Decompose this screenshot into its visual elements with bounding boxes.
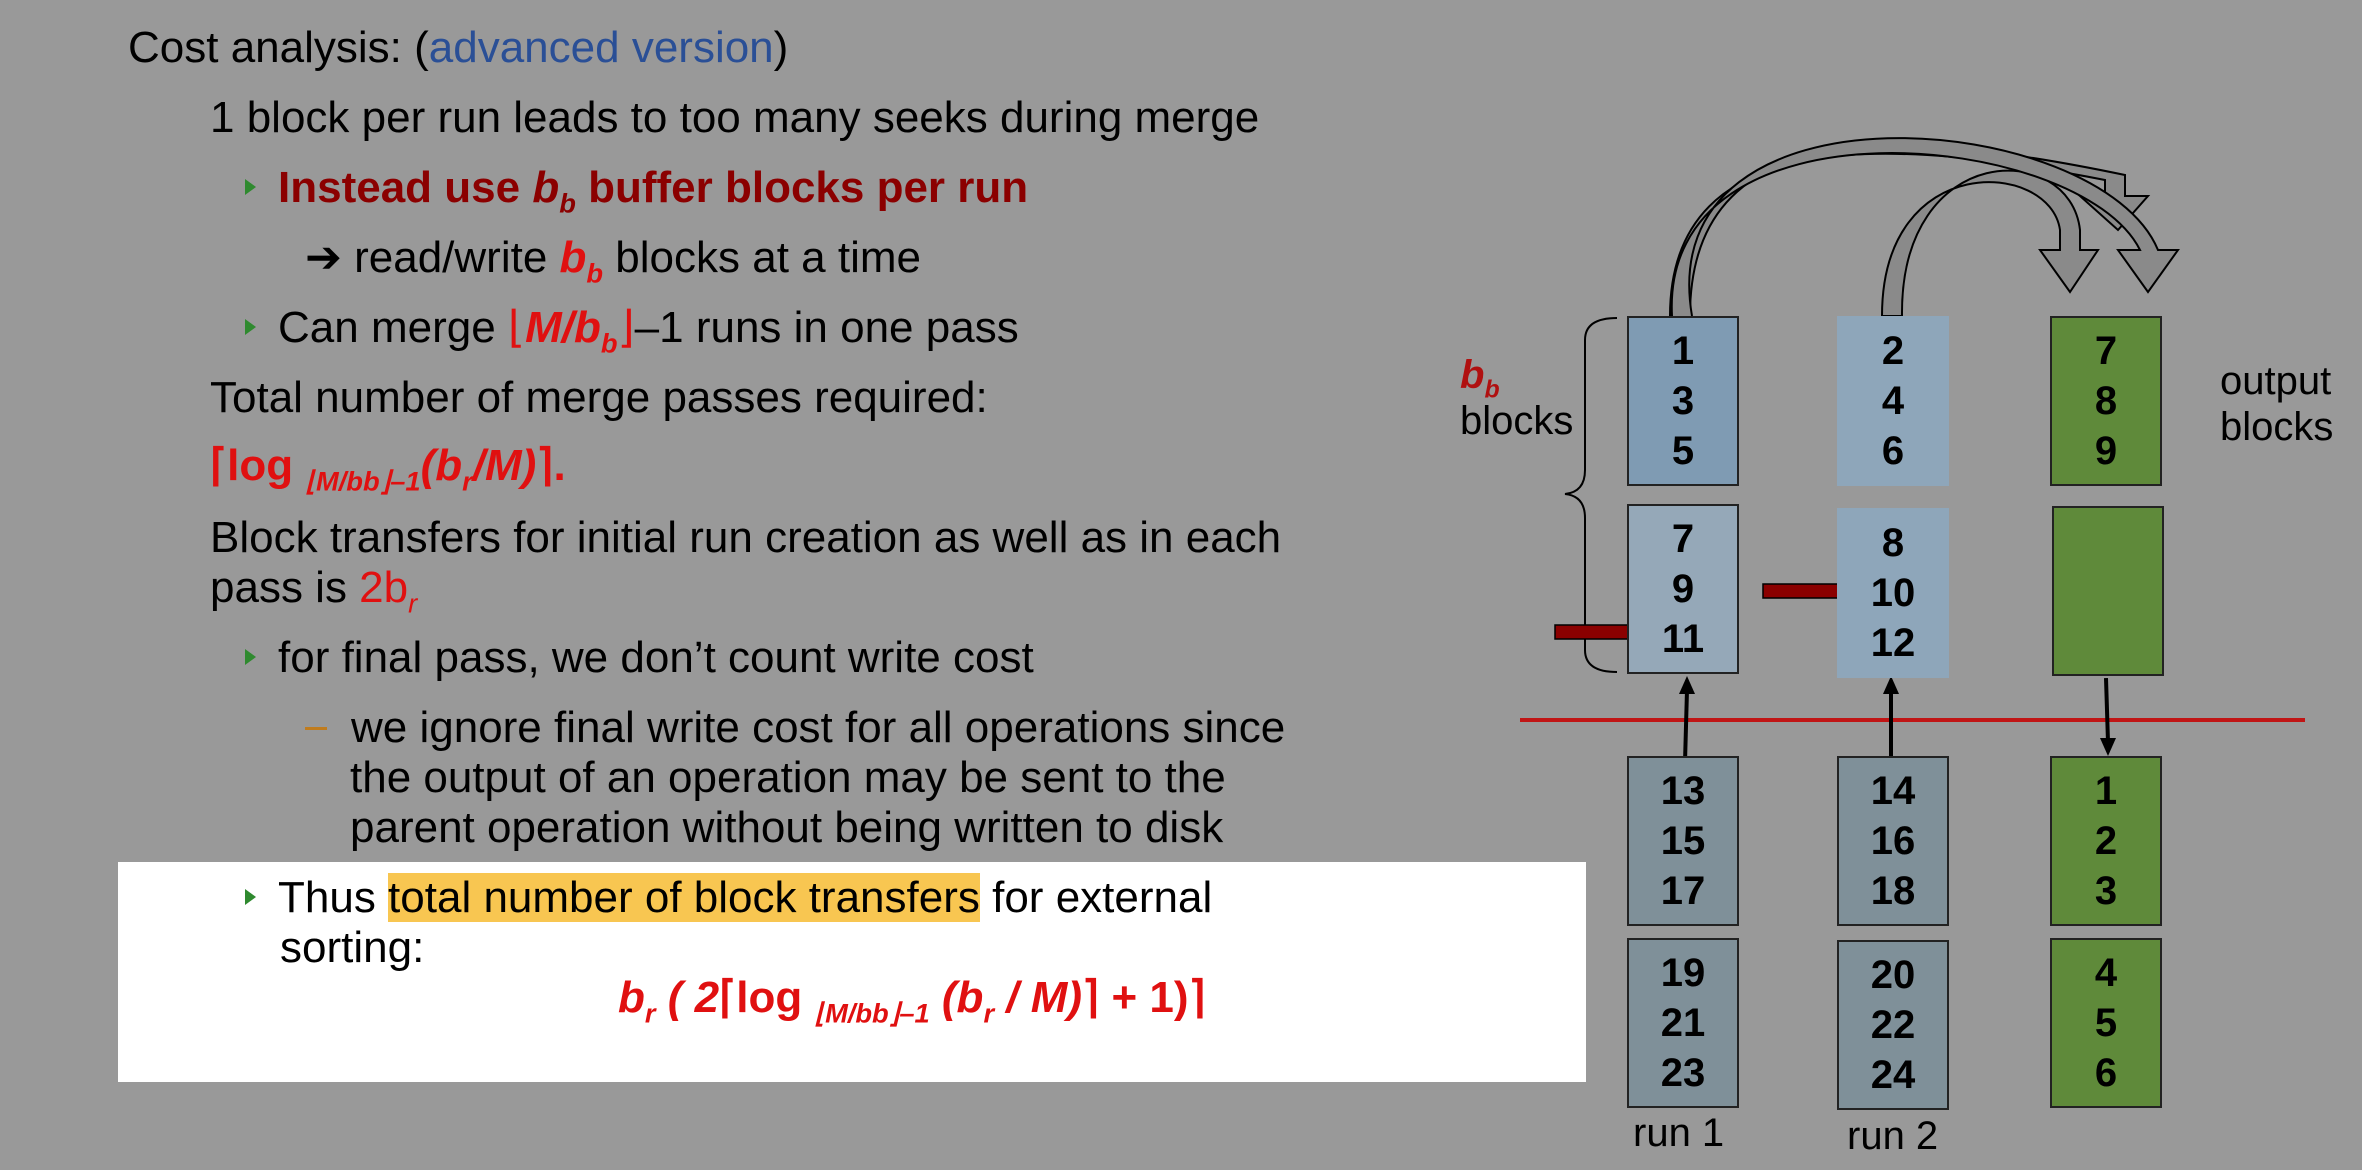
sub-ignore-write-c: parent operation without being written t…: [350, 803, 1224, 852]
bullet-can-merge: Can merge ⌊M/bb⌋–1 runs in one pass: [245, 302, 1019, 356]
curved-arrow-outer: [1670, 137, 2180, 317]
passes-formula: ⌈log ⌊M/bb⌋–1(br/M)⌉.: [210, 441, 566, 497]
bullet-one-block: 1 block per run leads to too many seeks …: [210, 93, 1260, 142]
bullet-triangle-icon: [245, 319, 256, 336]
down-arrow-output: [2100, 738, 2116, 756]
bullet-instead-use: Instead use bb buffer blocks per run: [245, 162, 1028, 216]
run1-label: run 1: [1633, 1111, 1725, 1155]
block-transfers-line-b: pass is 2br: [210, 563, 418, 619]
dash-bullet-icon: [305, 726, 327, 730]
bullet-thus-total: Thus total number of block transfers for…: [245, 872, 1212, 924]
bb-blocks-label: bb blocks: [1460, 353, 1574, 443]
block-transfers-line-a: Block transfers for initial run creation…: [210, 513, 1282, 562]
advanced-version-link[interactable]: advanced version: [428, 23, 774, 72]
highlighted-phrase: total number of block transfers: [388, 873, 980, 922]
total-transfers-formula: br ( 2⌈log ⌊M/bb⌋–1 (br / M)⌉ + 1)⌉: [618, 973, 1206, 1029]
slide-title: Cost analysis: (advanced version): [128, 23, 789, 72]
sorting-label: sorting:: [280, 923, 425, 972]
sub-ignore-write-b: the output of an operation may be sent t…: [350, 753, 1226, 802]
output-blocks-label: output blocks: [2220, 359, 2334, 449]
right-arrow-icon: ➔: [305, 233, 342, 282]
up-arrow-run1: [1679, 676, 1695, 694]
curved-arrow-run2-to-output: [1880, 169, 2100, 317]
total-passes-label: Total number of merge passes required:: [210, 373, 988, 422]
bullet-final-pass: for final pass, we don’t count write cos…: [245, 632, 1034, 684]
sub-ignore-write: we ignore final write cost for all opera…: [305, 702, 1285, 754]
bullet-triangle-icon: [245, 179, 256, 196]
sub-read-write: ➔ read/write bb blocks at a time: [305, 233, 921, 289]
output-buffer-block-2-empty: [2052, 506, 2164, 676]
run2-label: run 2: [1847, 1114, 1939, 1158]
brace: [1564, 317, 1618, 673]
bullet-triangle-icon: [245, 889, 256, 906]
up-arrow-run2: [1883, 676, 1899, 694]
bullet-triangle-icon: [245, 649, 256, 666]
